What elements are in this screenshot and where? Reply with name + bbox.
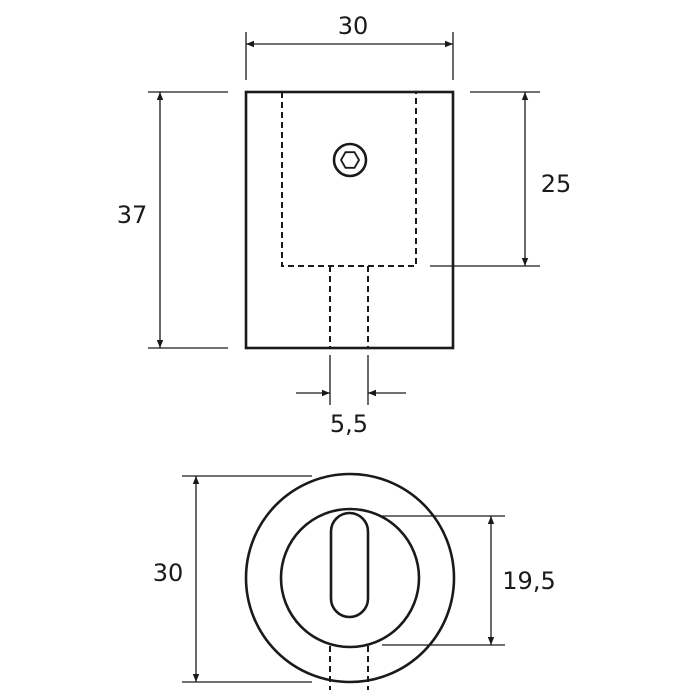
slot — [329, 511, 370, 619]
body-outline — [244, 90, 455, 350]
dimension-inner-diameter: 19,5 — [382, 515, 556, 646]
dimension-diameter: 30 — [153, 475, 312, 683]
inner-diameter-label: 19,5 — [502, 567, 555, 595]
height-label: 37 — [117, 201, 148, 229]
width-label: 30 — [338, 12, 369, 40]
side-view: 30 37 25 5,5 — [117, 12, 572, 438]
top-view: 30 19,5 — [153, 472, 556, 690]
hidden-socket — [281, 92, 417, 267]
dimension-width: 30 — [245, 12, 454, 80]
bore-label: 5,5 — [330, 410, 368, 438]
dimension-bore: 5,5 — [296, 355, 406, 438]
diameter-label: 30 — [153, 559, 184, 587]
dimension-socket-depth: 25 — [430, 91, 572, 267]
dimension-height: 37 — [117, 91, 228, 349]
outer-circle — [244, 472, 456, 684]
hidden-bore — [329, 266, 369, 348]
socket-depth-label: 25 — [541, 170, 572, 198]
inner-circle — [279, 507, 421, 649]
hex-screw-icon — [332, 142, 368, 178]
hidden-bore-top — [329, 646, 369, 690]
